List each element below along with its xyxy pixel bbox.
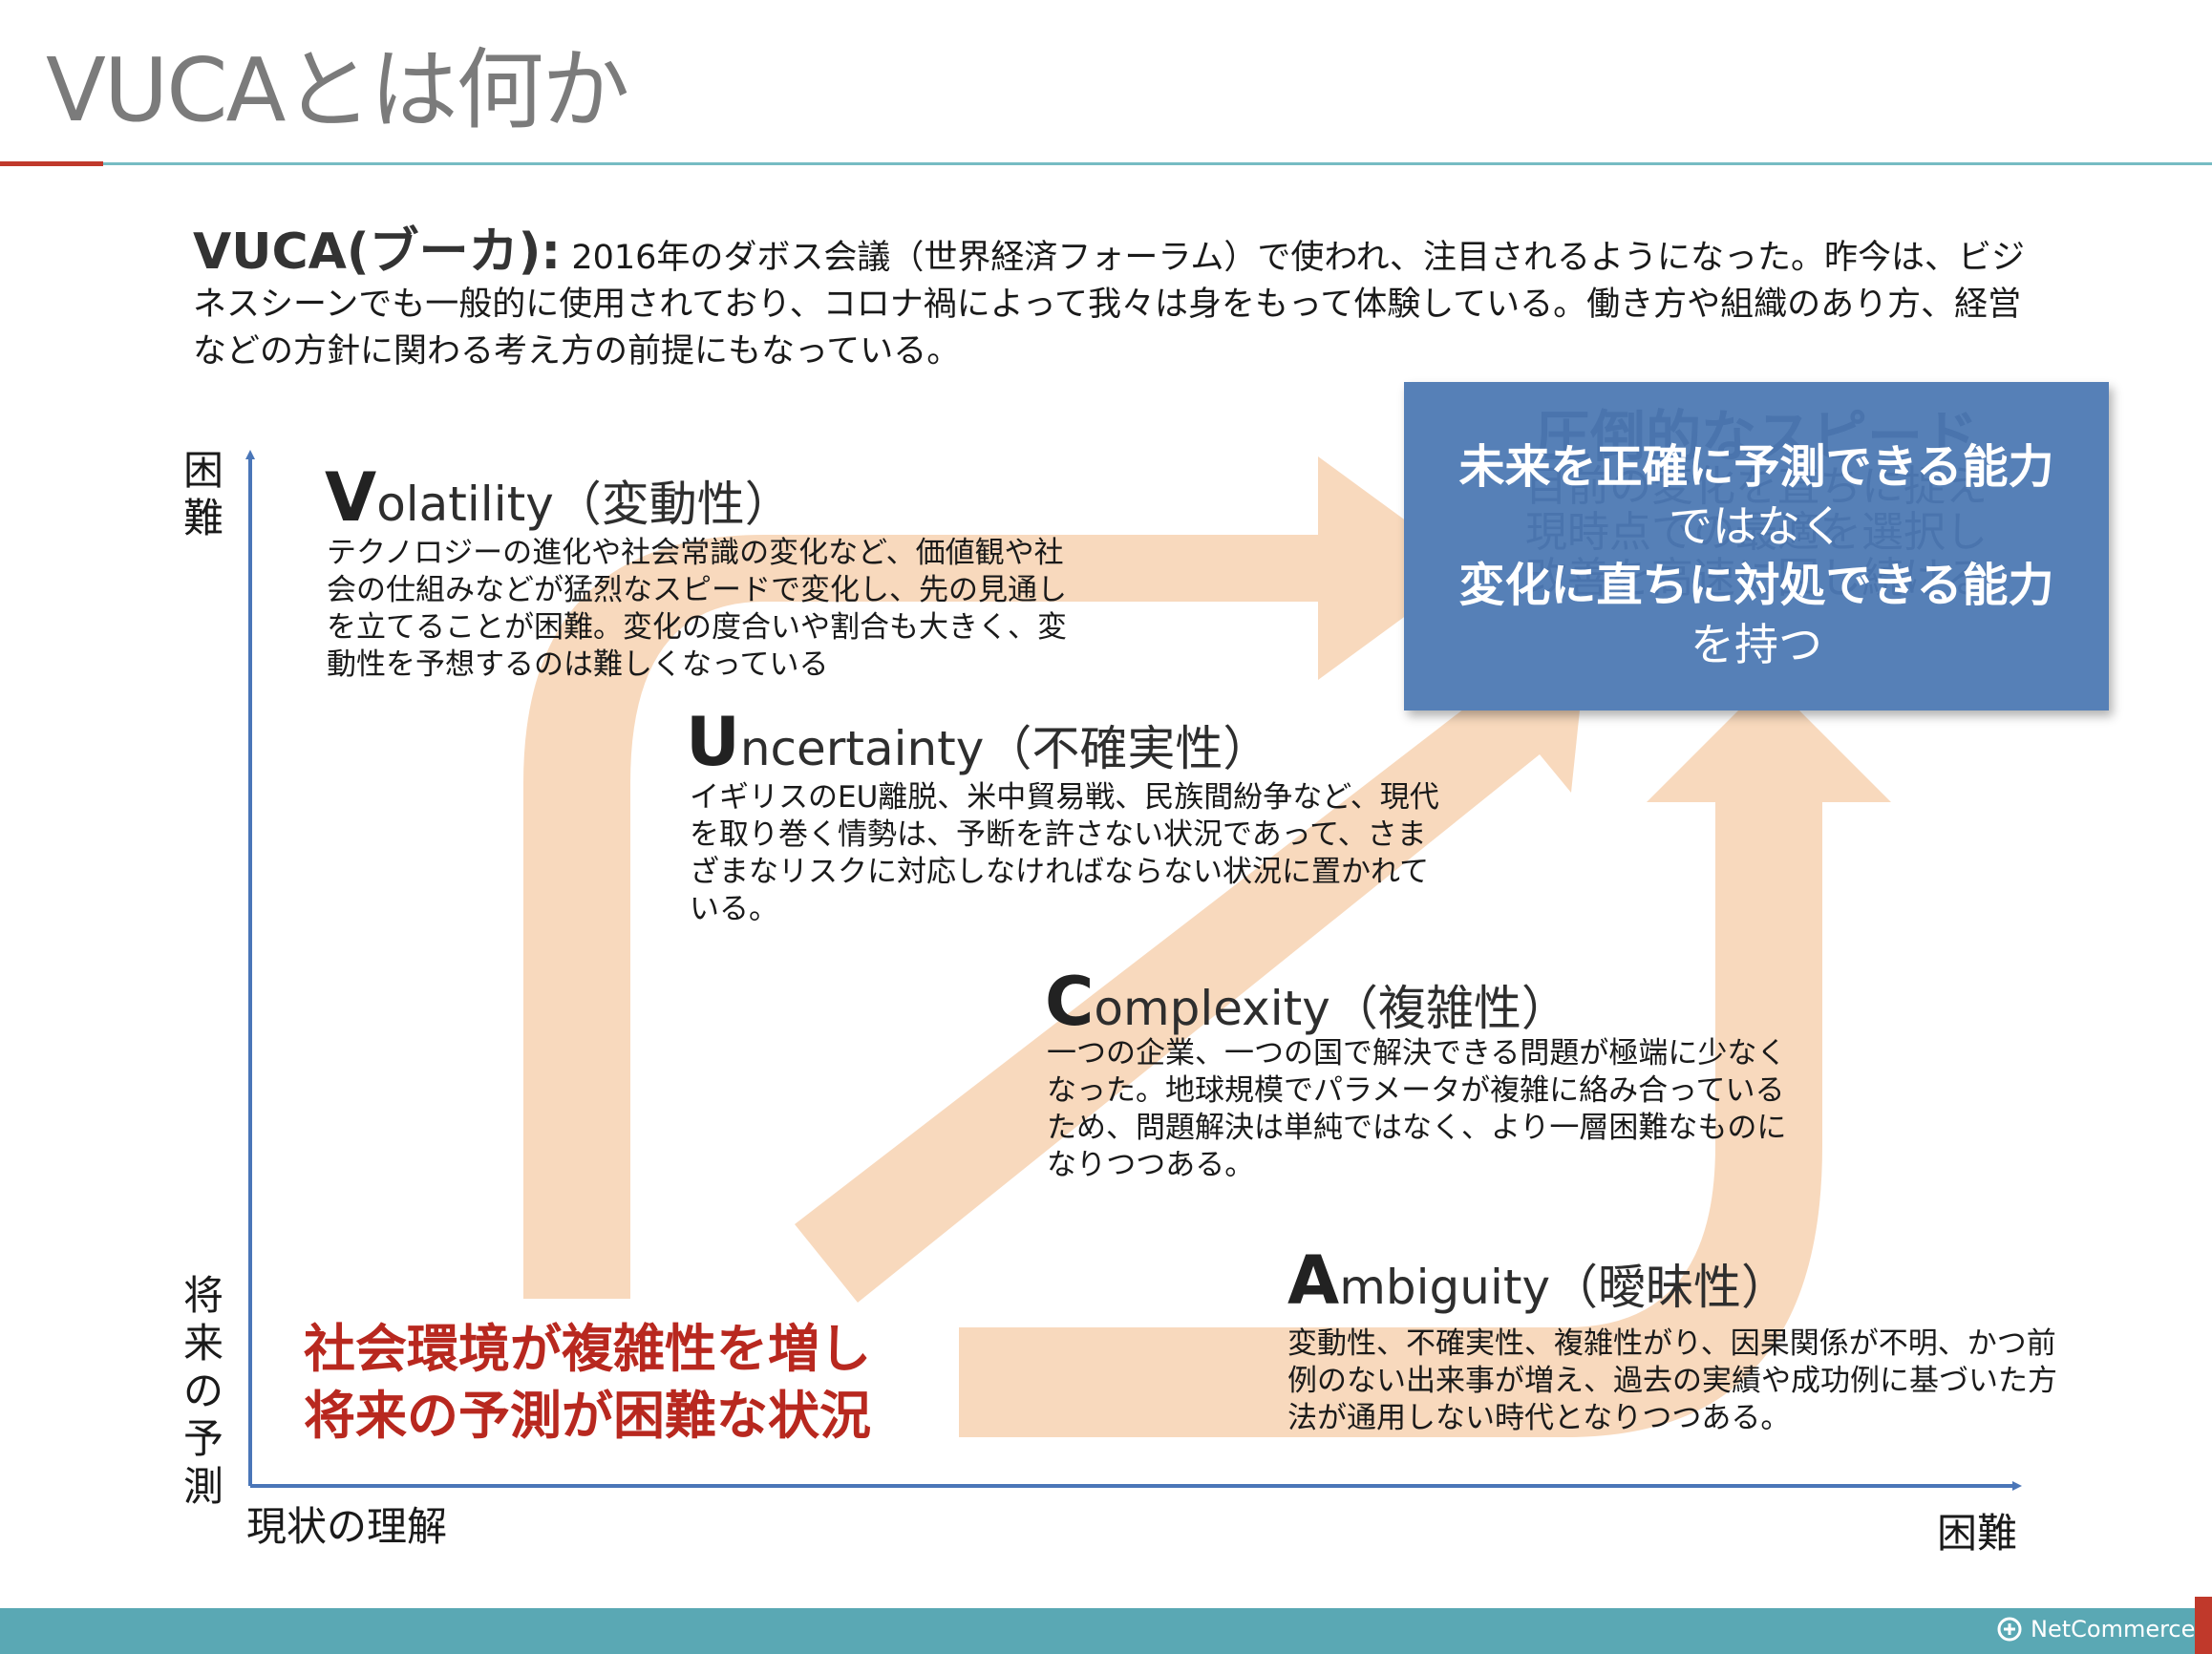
volatility-initial: V bbox=[325, 458, 377, 537]
callout-line-3: 変化に直ちに対処できる能力 bbox=[1458, 559, 2054, 612]
page-title: VUCAとは何か bbox=[46, 39, 629, 141]
netcommerce-logo-icon bbox=[1997, 1617, 2022, 1642]
ambiguity-heading: Ambiguity（曖昧性） bbox=[1287, 1241, 1789, 1320]
situation-caption: 社会環境が複雑性を増し 将来の予測が困難な状況 bbox=[304, 1316, 871, 1450]
volatility-heading: Volatility（変動性） bbox=[325, 458, 793, 537]
uncertainty-initial: U bbox=[686, 703, 740, 781]
x-axis-label-left: 現状の理解 bbox=[246, 1503, 448, 1550]
footer-logo: NetCommerce bbox=[1996, 1616, 2195, 1643]
callout-line-1: 未来を正確に予測できる能力 bbox=[1458, 440, 2054, 494]
callout-line-2: ではなく bbox=[1669, 500, 1844, 552]
ambiguity-description: 変動性、不確実性、複雑性がり、因果関係が不明、かつ前例のない出来事が増え、過去の… bbox=[1287, 1326, 2057, 1435]
callout-line-4: を持つ bbox=[1691, 619, 1822, 670]
callout-ghost-line-3: 改善を高速に回し続ける bbox=[1525, 554, 1988, 603]
complexity-title: omplexity（複雑性） bbox=[1094, 981, 1569, 1036]
callout-main-text: 未来を正確に予測できる能力 ではなく 変化に直ちに対処できる能力 を持つ bbox=[1404, 437, 2109, 674]
situation-line-2: 将来の予測が困難な状況 bbox=[304, 1386, 871, 1446]
y-axis-label-bottom: 将来の予測 bbox=[183, 1272, 224, 1510]
y-axis-label-top: 困難 bbox=[183, 447, 224, 541]
title-divider bbox=[0, 162, 2212, 165]
callout-box: 圧倒的なスピード 目前の変化を直ちに捉え 現時点での最適を選択し 改善を高速に回… bbox=[1404, 382, 2109, 710]
footer-brand: NetCommerce bbox=[2031, 1616, 2196, 1643]
uncertainty-description: イギリスのEU離脱、米中貿易戦、民族間紛争など、現代を取り巻く情勢は、予断を許さ… bbox=[690, 780, 1439, 926]
uncertainty-title: ncertainty（不確実性） bbox=[739, 721, 1271, 776]
callout-ghost-line-2: 現時点での最適を選択し bbox=[1525, 508, 1988, 557]
title-divider-accent bbox=[0, 161, 103, 166]
situation-line-1: 社会環境が複雑性を増し bbox=[304, 1319, 871, 1379]
intro-paragraph: VUCA(ブーカ): 2016年のダボス会議（世界経済フォーラム）で使われ、注目… bbox=[193, 227, 2027, 375]
complexity-description: 一つの企業、一つの国で解決できる問題が極端に少なくなった。地球規模でパラメータが… bbox=[1047, 1036, 1787, 1182]
uncertainty-heading: Uncertainty（不確実性） bbox=[686, 703, 1270, 781]
diagonal-arrow-uncertainty bbox=[795, 655, 1585, 1303]
callout-ghost-text: 圧倒的なスピード 目前の変化を直ちに捉え 現時点での最適を選択し 改善を高速に回… bbox=[1404, 409, 2109, 602]
intro-text: 2016年のダボス会議（世界経済フォーラム）で使われ、注目されるようになった。昨… bbox=[193, 239, 2025, 371]
ambiguity-initial: A bbox=[1287, 1241, 1340, 1320]
curved-arrow-ambiguity bbox=[959, 680, 1891, 1437]
footer-corner-accent bbox=[2195, 1597, 2212, 1654]
ambiguity-title: mbiguity（曖昧性） bbox=[1339, 1260, 1790, 1315]
complexity-initial: C bbox=[1045, 963, 1095, 1041]
intro-term: VUCA(ブーカ): bbox=[193, 223, 562, 281]
callout-ghost-title: 圧倒的なスピード bbox=[1534, 404, 1978, 469]
x-axis-label-right: 困難 bbox=[1937, 1510, 2018, 1557]
volatility-description: テクノロジーの進化や社会常識の変化など、価値観や社会の仕組みなどが猛烈なスピード… bbox=[327, 536, 1067, 682]
callout-ghost-line-1: 目前の変化を直ちに捉え bbox=[1525, 462, 1988, 511]
complexity-heading: Complexity（複雑性） bbox=[1045, 963, 1569, 1041]
volatility-title: olatility（変動性） bbox=[376, 477, 793, 532]
curved-arrow-volatility bbox=[523, 456, 1471, 1299]
footer-bar bbox=[0, 1608, 2212, 1654]
